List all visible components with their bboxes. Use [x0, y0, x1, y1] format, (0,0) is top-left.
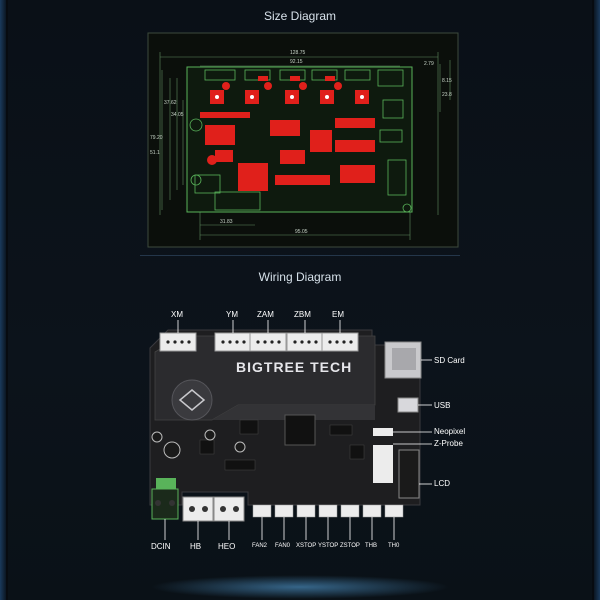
section-divider: [140, 255, 460, 256]
outline-components: [189, 69, 412, 213]
brand-logo-text: BIGTREE TECH: [236, 359, 353, 375]
dimension-bottom-a: 31.83: [220, 219, 233, 225]
label-xstop: XSTOP: [296, 543, 317, 549]
label-fan2: FAN2: [252, 543, 268, 549]
label-thb: THB: [365, 543, 377, 549]
hb-connector: [182, 496, 214, 522]
dimension-left-c: 79.20: [150, 135, 163, 141]
logo-emblem: [171, 379, 213, 421]
label-em: EM: [332, 310, 344, 319]
label-zbm: ZBM: [294, 310, 311, 319]
label-zstop: ZSTOP: [340, 543, 360, 549]
frame-left-edge: [0, 0, 6, 600]
small-components: [199, 419, 365, 471]
dimension-top-right-small: 2.79: [424, 61, 434, 67]
dimension-left-a: 37.62: [164, 100, 177, 106]
dimension-right-a: 8.15: [442, 78, 452, 84]
label-heo: HEO: [218, 542, 236, 551]
label-lcd: LCD: [434, 479, 451, 488]
label-ym: YM: [226, 310, 238, 319]
capacitors: [151, 429, 246, 459]
label-th0: TH0: [388, 543, 400, 549]
size-diagram-title: Size Diagram: [263, 9, 337, 23]
bottom-header-connectors: [252, 504, 404, 518]
label-neopixel: Neopixel: [434, 427, 466, 436]
bottom-glow: [150, 575, 450, 599]
wiring-diagram-title: Wiring Diagram: [258, 270, 342, 284]
sd-card-inner: [392, 348, 416, 370]
label-z-probe: Z-Probe: [434, 439, 463, 448]
label-pointer-lines: [164, 320, 432, 540]
mcu-chip: [284, 414, 316, 446]
logo-tree-icon: [178, 389, 206, 411]
label-dcin: DCIN: [151, 542, 171, 551]
label-hb: HB: [190, 542, 202, 551]
dimension-right-b: 23.8: [442, 92, 452, 98]
dimension-top-inner: 92.15: [290, 59, 303, 65]
label-usb: USB: [434, 401, 451, 410]
board-cover-ledge: [212, 405, 375, 420]
dcin-terminal-top: [156, 478, 176, 489]
dimension-left-b: 34.05: [171, 112, 184, 118]
usb-port: [397, 397, 419, 413]
label-ystop: YSTOP: [318, 543, 339, 549]
label-xm: XM: [171, 310, 183, 319]
heo-connector: [213, 496, 245, 522]
frame-right-edge: [594, 0, 600, 600]
label-sd-card: SD Card: [434, 356, 465, 365]
dimension-top-overall: 128.75: [290, 50, 306, 56]
label-zam: ZAM: [257, 310, 274, 319]
motor-connectors: [159, 332, 359, 352]
driver-highlight-dots: [215, 95, 364, 99]
neopixel-zprobe-headers: [373, 428, 393, 483]
label-fan0: FAN0: [275, 543, 291, 549]
dimension-left-d: 51.1: [150, 150, 160, 156]
dimension-bottom-b: 95.05: [295, 229, 308, 235]
lcd-header: [398, 449, 420, 499]
connector-pins: [166, 340, 353, 344]
